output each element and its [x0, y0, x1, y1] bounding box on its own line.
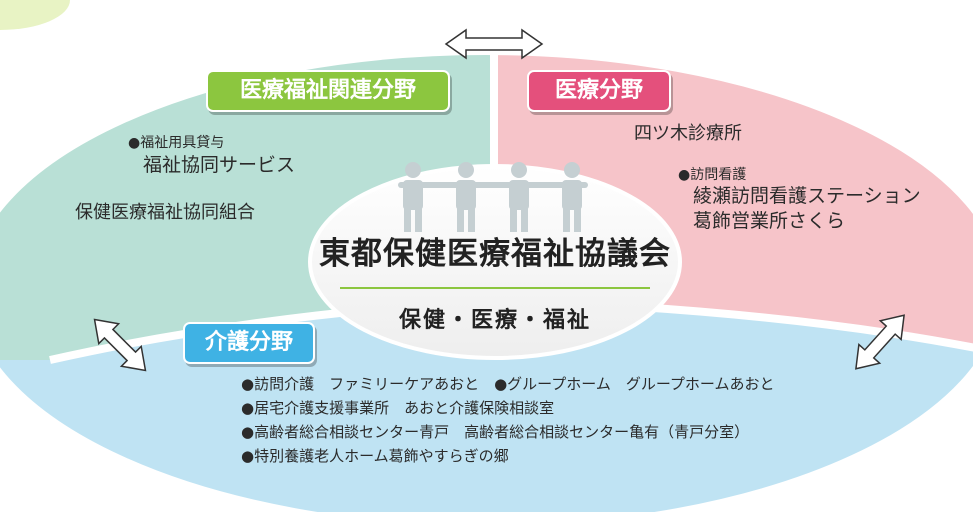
medical-item1-name: 四ツ木診療所 [634, 123, 742, 144]
medical-item2-name1: 綾瀬訪問看護ステーション [693, 185, 921, 207]
medical-section-badge: 医療分野 [527, 70, 671, 112]
people-holding-hands-icon [398, 162, 588, 232]
organization-title: 東都保健医療福祉協議会 [319, 236, 671, 272]
corner-decoration [0, 0, 70, 30]
center-ellipse [308, 164, 682, 360]
care-line-2: ●居宅介護支援事業所 あおと介護保険相談室 [241, 399, 555, 417]
care-line-3: ●高齢者総合相談センター青戸 高齢者総合相談センター亀有（青戸分室） [241, 423, 750, 441]
double-arrow-icon [444, 28, 544, 60]
medical-item2-name2: 葛飾営業所さくら [693, 210, 846, 232]
medical-item2-category: ●訪問看護 [678, 167, 747, 183]
organization-subtitle: 保健・医療・福祉 [398, 308, 591, 333]
welfare-item1-category: ●福祉用具貸与 [128, 135, 225, 151]
double-arrow-icon [93, 318, 147, 372]
welfare-section-badge: 医療福祉関連分野 [206, 70, 450, 112]
welfare-item1-name: 福祉協同サービス [143, 154, 296, 176]
care-line-1: ●訪問介護 ファミリーケアあおと ●グループホーム グループホームあおと [241, 375, 775, 393]
welfare-item2-name: 保健医療福祉協同組合 [75, 202, 255, 223]
care-line-4: ●特別養護老人ホーム葛飾やすらぎの郷 [241, 447, 509, 465]
care-section-badge: 介護分野 [183, 322, 315, 364]
double-arrow-icon [855, 314, 905, 370]
